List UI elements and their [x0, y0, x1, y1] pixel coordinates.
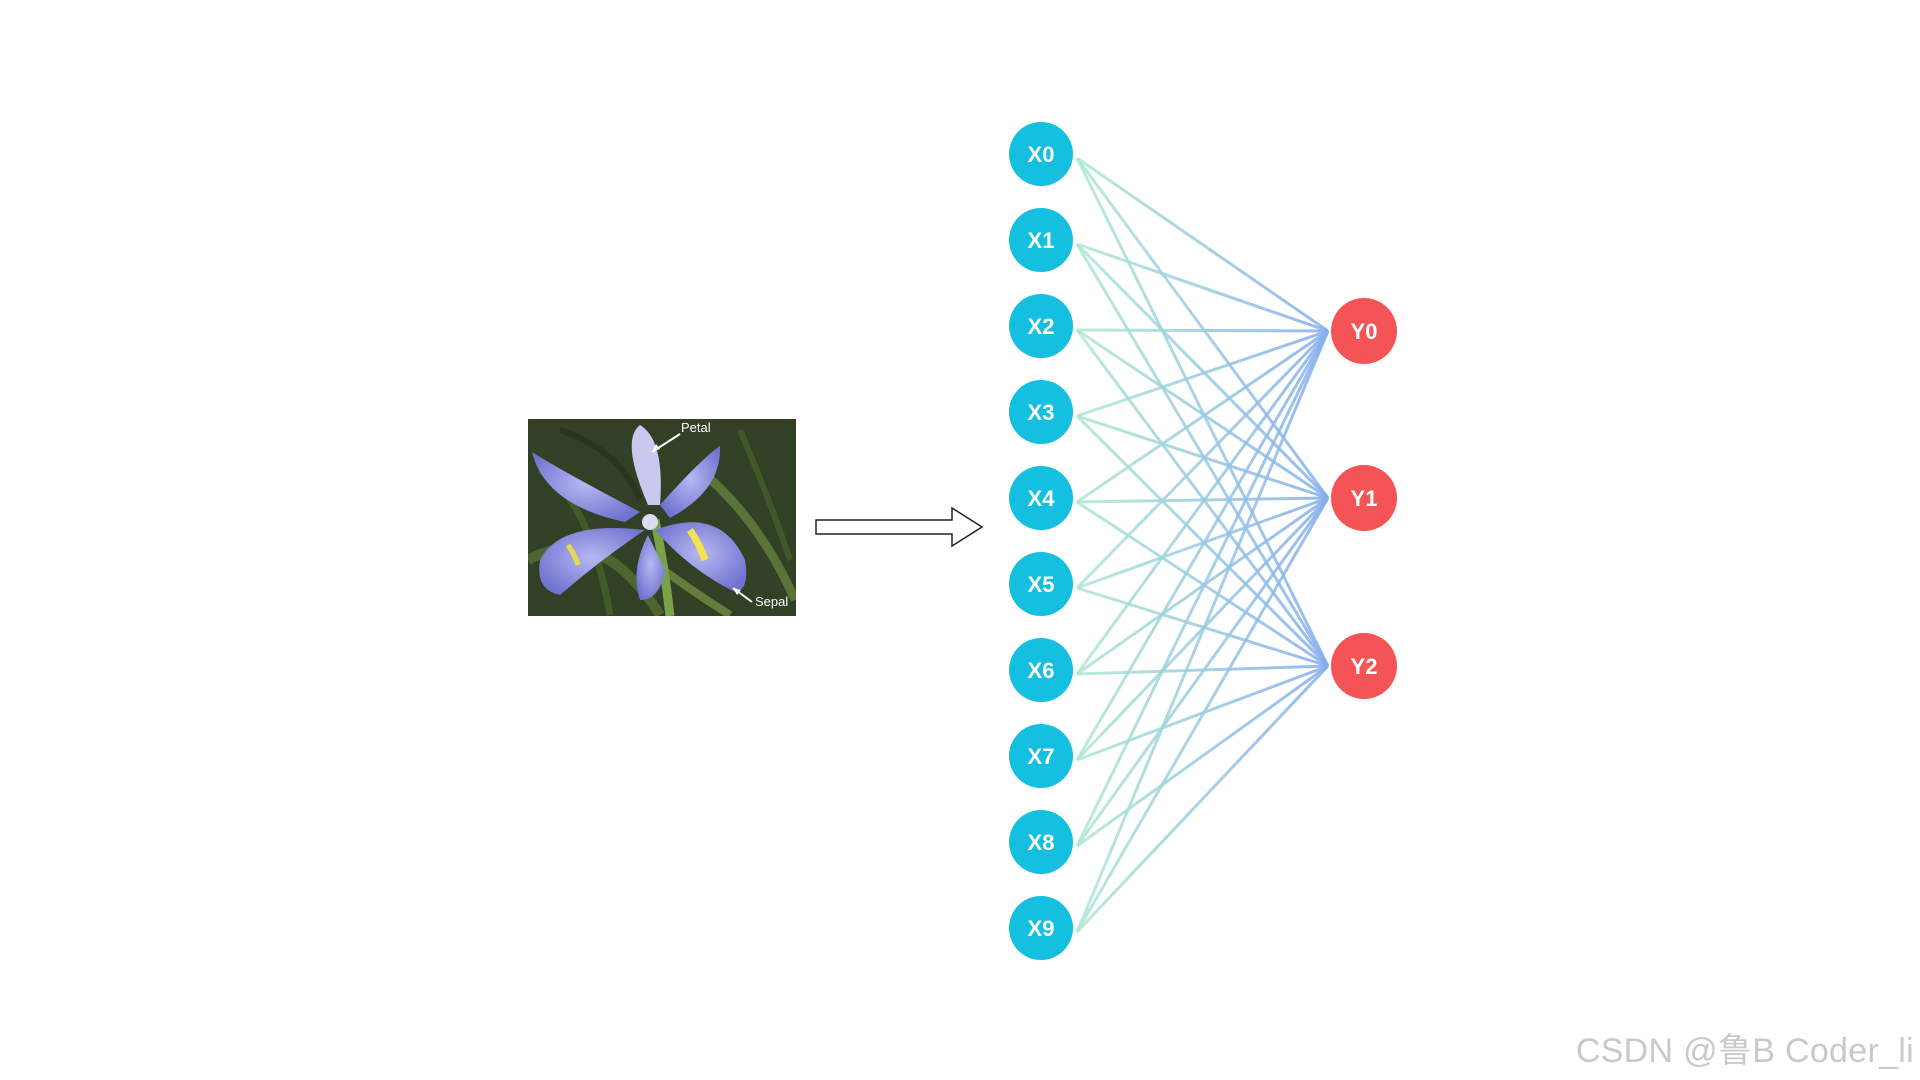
edge-x7-y0 — [1075, 330, 1330, 761]
input-node-circle — [1009, 638, 1073, 702]
edge-x4-y0 — [1076, 329, 1329, 504]
input-node-x0: X0 — [1009, 122, 1073, 186]
input-node-x7: X7 — [1009, 724, 1073, 788]
edge-x8-y1 — [1075, 497, 1330, 847]
edge-x5-y0 — [1075, 329, 1330, 590]
edge-x4-y2 — [1076, 500, 1329, 668]
edge-x8-y0 — [1075, 330, 1330, 847]
output-node-y1: Y1 — [1331, 465, 1397, 531]
edge-x1-y0 — [1076, 242, 1329, 333]
petal-label: Petal — [681, 420, 711, 435]
input-node-circle — [1009, 896, 1073, 960]
output-node-circle — [1331, 465, 1397, 531]
input-node-label: X8 — [1028, 830, 1055, 855]
network-edges — [1075, 156, 1330, 934]
input-node-x1: X1 — [1009, 208, 1073, 272]
input-node-circle — [1009, 294, 1073, 358]
input-node-circle — [1009, 810, 1073, 874]
input-node-circle — [1009, 552, 1073, 616]
input-node-circle — [1009, 380, 1073, 444]
input-node-label: X3 — [1028, 400, 1055, 425]
sepal-label: Sepal — [755, 594, 788, 609]
input-node-circle — [1009, 466, 1073, 530]
input-node-label: X5 — [1028, 572, 1055, 597]
input-node-label: X2 — [1028, 314, 1055, 339]
edge-x8-y2 — [1076, 664, 1329, 848]
input-node-x6: X6 — [1009, 638, 1073, 702]
input-node-x2: X2 — [1009, 294, 1073, 358]
edge-x0-y0 — [1076, 156, 1329, 333]
input-node-x9: X9 — [1009, 896, 1073, 960]
edge-x2-y0 — [1076, 328, 1329, 333]
input-node-label: X1 — [1028, 228, 1055, 253]
output-node-label: Y0 — [1351, 319, 1378, 344]
edge-x1-y1 — [1075, 242, 1330, 500]
output-node-circle — [1331, 633, 1397, 699]
input-node-x5: X5 — [1009, 552, 1073, 616]
input-node-x8: X8 — [1009, 810, 1073, 874]
edge-x3-y1 — [1076, 414, 1329, 500]
input-node-label: X6 — [1028, 658, 1055, 683]
edge-x0-y2 — [1075, 157, 1330, 667]
output-node-y2: Y2 — [1331, 633, 1397, 699]
edge-x9-y2 — [1075, 664, 1330, 934]
edge-x9-y1 — [1075, 497, 1330, 933]
input-node-x3: X3 — [1009, 380, 1073, 444]
edge-x6-y0 — [1075, 330, 1330, 675]
edge-x9-y0 — [1075, 330, 1330, 933]
edge-x0-y1 — [1075, 157, 1330, 499]
edge-x3-y0 — [1076, 329, 1329, 418]
input-node-label: X7 — [1028, 744, 1055, 769]
output-node-label: Y2 — [1351, 654, 1378, 679]
output-node-circle — [1331, 298, 1397, 364]
output-node-y0: Y0 — [1331, 298, 1397, 364]
edge-x2-y1 — [1076, 328, 1329, 500]
watermark: CSDN @鲁B Coder_li — [1575, 1032, 1914, 1070]
iris-flower-photo: Petal Sepal — [528, 419, 796, 616]
input-node-circle — [1009, 208, 1073, 272]
edge-x2-y2 — [1075, 329, 1330, 667]
input-node-circle — [1009, 122, 1073, 186]
input-arrow — [815, 506, 984, 548]
input-node-x4: X4 — [1009, 466, 1073, 530]
input-node-label: X0 — [1028, 142, 1055, 167]
input-node-circle — [1009, 724, 1073, 788]
input-node-label: X4 — [1028, 486, 1056, 511]
edge-x3-y2 — [1075, 414, 1330, 668]
output-node-label: Y1 — [1351, 486, 1378, 511]
input-node-label: X9 — [1028, 916, 1055, 941]
edge-x1-y2 — [1075, 243, 1330, 667]
